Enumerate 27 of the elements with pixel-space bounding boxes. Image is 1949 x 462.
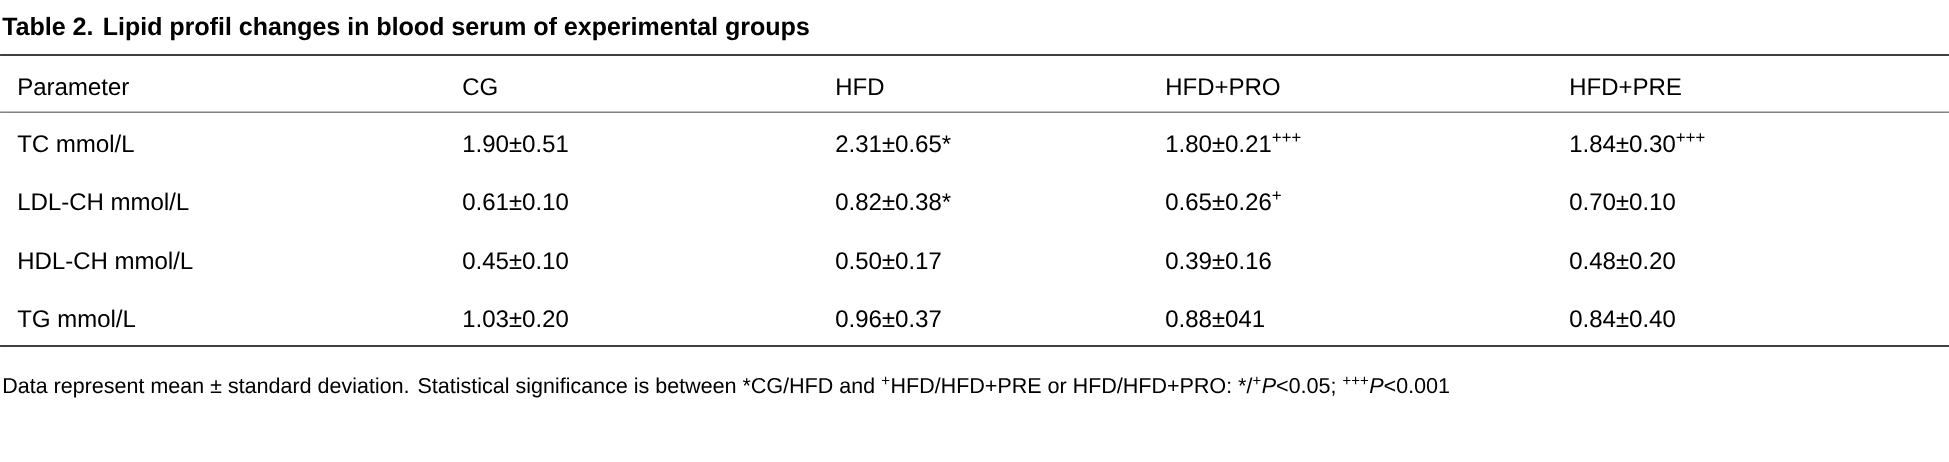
data-value: 1.84±0.30$^{+++}$ [1571,133,1705,153]
row-label: HDL-CH mmol/L [19,251,193,270]
row-label: LDL-CH mmol/L [19,192,189,211]
data-value: 1.03±0.20 [464,310,568,328]
data-value: 0.70±0.10 [1570,193,1675,211]
data-value: 0.84±0.40 [1570,310,1675,328]
data-value: 2.31±0.65* [836,135,951,153]
column-header: HFD+PRE [1571,78,1681,95]
data-value: 1.90±0.51 [464,135,568,153]
data-value: 0.39±0.16 [1166,252,1271,270]
data-value: 0.48±0.20 [1570,252,1675,270]
data-value: 0.96±0.37 [836,310,941,328]
data-value: 0.65±0.26$^{+}$ [1166,191,1281,211]
footnote: Data represent mean ± standard deviation. Statistical significance is between *CG/HFD and $^{+}$HFD/HFD+PRE or HFD/HFD+PRO: */$^{+}$P<0.05; $^{+++}$P<0.001 [4,376,1449,398]
row-label: TG mmol/L [17,309,136,328]
table-title: Table 2. Lipid profil changes in blood serum of experimental groups [2,16,809,41]
data-value: 0.88±041 [1166,310,1264,328]
data-value: 1.80±0.21$^{+++}$ [1167,133,1301,153]
column-header: CG [463,78,497,96]
column-header: HFD+PRO [1167,78,1280,96]
row-label: TC mmol/L [17,134,134,153]
data-value: 0.61±0.10 [463,193,568,211]
data-value: 0.50±0.17 [836,252,941,270]
data-value: 0.45±0.10 [463,252,568,270]
column-header: Parameter [19,78,129,96]
column-header: HFD [837,78,884,95]
data-value: 0.82±0.38* [836,193,951,211]
